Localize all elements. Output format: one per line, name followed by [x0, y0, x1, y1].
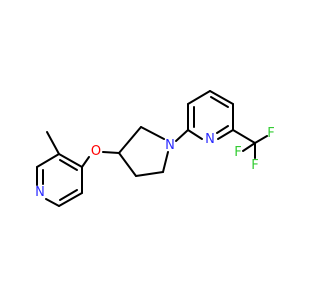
- final-structure: O N N N F F F: [0, 0, 300, 300]
- pyridine-bond-c6-n1: [217, 129, 234, 140]
- ring-bond-c3-c4-inner: [59, 159, 78, 171]
- methylpyridine-nitrogen-label: N: [35, 185, 45, 200]
- pyrrolidine-bond-c3-c2: [118, 126, 142, 154]
- bond-c-f1: [254, 135, 268, 144]
- pyridine-bond-c4-c5-inner: [210, 96, 229, 108]
- bond-c4-o: [81, 156, 90, 168]
- bond-c6-cf3: [232, 129, 256, 144]
- pyrrolidine-bond-c4-c3: [118, 152, 137, 177]
- fluorine-atom-label-3: F: [234, 145, 241, 160]
- methyl-bond: [46, 131, 60, 155]
- pyridine-nitrogen-label: N: [205, 132, 215, 147]
- pyridine-bond-c6-n1-inner: [216, 125, 229, 134]
- background: [0, 0, 300, 300]
- pyridine-bond-n1-c2: [187, 129, 203, 140]
- fluorine-atom-label-1: F: [267, 126, 274, 141]
- ring-bond-c6-n1: [45, 198, 60, 207]
- fluorine-atom-label-2: F: [251, 158, 258, 173]
- bond-n-pyridine: [175, 129, 189, 142]
- molecule-canvas: keep simple. -->: [0, 0, 300, 300]
- pyrrolidine-nitrogen-label: N: [165, 138, 175, 153]
- bond-c-f3: [242, 142, 256, 152]
- pyridine-bond-c3-c4: [187, 90, 211, 105]
- ring-bond-c2-c3: [36, 153, 60, 168]
- oxygen-atom-label: O: [91, 144, 101, 159]
- ring-bond-c5-c6: [58, 192, 83, 207]
- ring-bond-c3-c4: [58, 153, 83, 168]
- pyrrolidine-bond-c5-c4: [135, 171, 164, 177]
- pyrrolidine-bond-c2-n1: [140, 126, 165, 140]
- bond-o-c3prime: [102, 151, 120, 154]
- pyridine-bond-c4-c5: [209, 90, 234, 105]
- pyrrolidine-bond-n1-c5: [162, 151, 169, 173]
- ring-bond-c5-c6-inner: [59, 189, 78, 201]
